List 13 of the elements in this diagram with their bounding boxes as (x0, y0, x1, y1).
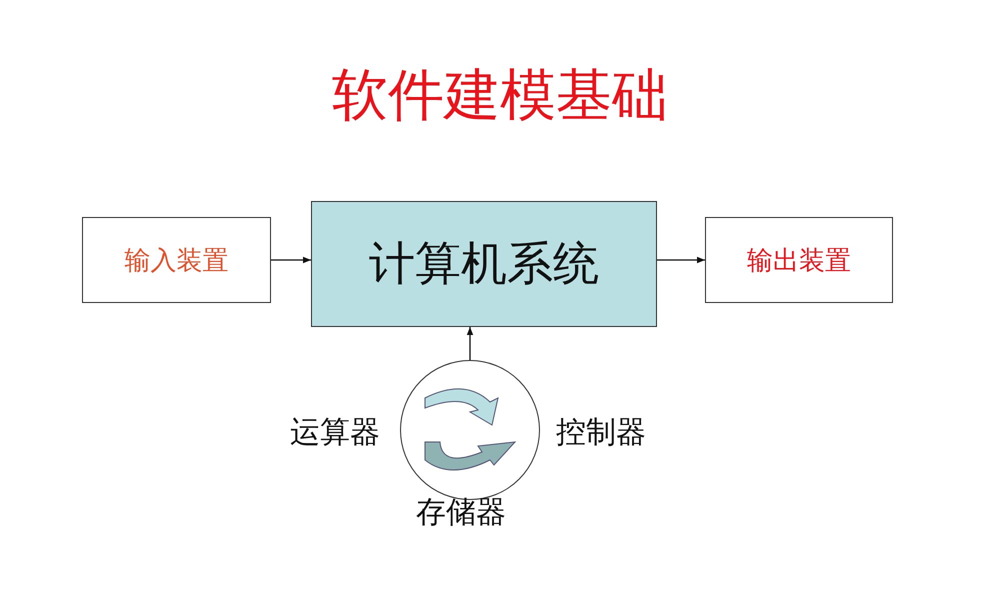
output-box (705, 217, 893, 303)
arrow (657, 256, 705, 264)
part-label: 运算器 (290, 414, 380, 452)
part-label: 控制器 (556, 414, 646, 452)
input-box (82, 217, 271, 303)
arrow (466, 327, 474, 360)
arrow (271, 256, 311, 264)
title: 软件建模基础 (331, 62, 669, 130)
process-box (311, 201, 657, 327)
box-label: 输入装置 (124, 244, 228, 278)
box-label: 计算机系统 (369, 235, 599, 292)
part-label: 存储器 (416, 494, 506, 532)
box-label: 输出装置 (747, 244, 851, 278)
